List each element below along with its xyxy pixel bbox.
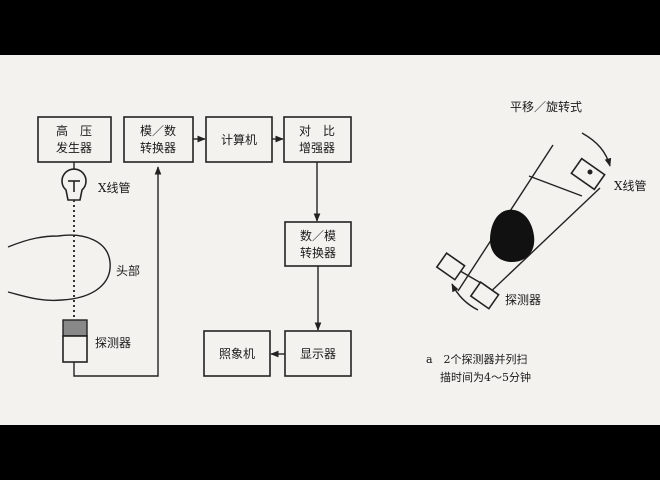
computer-block: 计算机 bbox=[205, 116, 273, 163]
detector-right-1-icon bbox=[435, 252, 466, 281]
caption-line2: 描时间为4～5分钟 bbox=[440, 370, 531, 384]
ad-converter-block: 模／数 转换器 bbox=[123, 116, 194, 163]
display-block: 显示器 bbox=[284, 330, 352, 377]
bottom-letterbox bbox=[0, 425, 660, 480]
display-label: 显示器 bbox=[300, 347, 336, 361]
motion-label: 平移／旋转式 bbox=[510, 99, 582, 114]
tube-crossbar bbox=[528, 175, 583, 197]
hv-generator-line2: 发生器 bbox=[56, 140, 92, 155]
detector-right-2-icon bbox=[469, 281, 500, 310]
da-converter-line1: 数／模 bbox=[300, 228, 336, 243]
hv-generator-line1: 高 压 bbox=[56, 123, 92, 138]
detector-to-adc-line bbox=[73, 166, 162, 377]
hv-generator-block: 高 压 发生器 bbox=[37, 116, 112, 163]
da-converter-line2: 转换器 bbox=[300, 245, 336, 260]
head-label: 头部 bbox=[116, 263, 140, 278]
detector-label-left: 探测器 bbox=[95, 336, 131, 350]
camera-block: 照象机 bbox=[203, 330, 271, 377]
xray-tube-icon bbox=[61, 168, 87, 201]
enhancer-line1: 对 比 bbox=[299, 124, 335, 138]
head-profile bbox=[7, 234, 111, 302]
top-letterbox bbox=[0, 0, 660, 55]
ad-converter-line2: 转换器 bbox=[140, 140, 176, 155]
contrast-enhancer-block: 对 比 增强器 bbox=[283, 116, 352, 163]
scanned-object bbox=[490, 209, 535, 262]
computer-label: 计算机 bbox=[221, 132, 257, 147]
da-converter-block: 数／模 转换器 bbox=[284, 221, 352, 267]
enhancer-line2: 增强器 bbox=[299, 141, 335, 155]
gantry-rail-right bbox=[483, 187, 601, 299]
detector-left-icon bbox=[62, 319, 88, 363]
rotation-arrow-top bbox=[581, 132, 612, 167]
detector-label-right: 探测器 bbox=[505, 293, 541, 307]
camera-label: 照象机 bbox=[219, 347, 255, 361]
caption-line1: a 2个探测器并列扫 bbox=[426, 352, 528, 366]
xray-tube-label-left: X线管 bbox=[98, 180, 131, 195]
xray-tube-right-icon bbox=[570, 157, 606, 191]
xray-tube-label-right: X线管 bbox=[614, 178, 647, 193]
ad-converter-line1: 模／数 bbox=[140, 123, 176, 138]
rotation-arrow-bottom bbox=[451, 283, 479, 311]
